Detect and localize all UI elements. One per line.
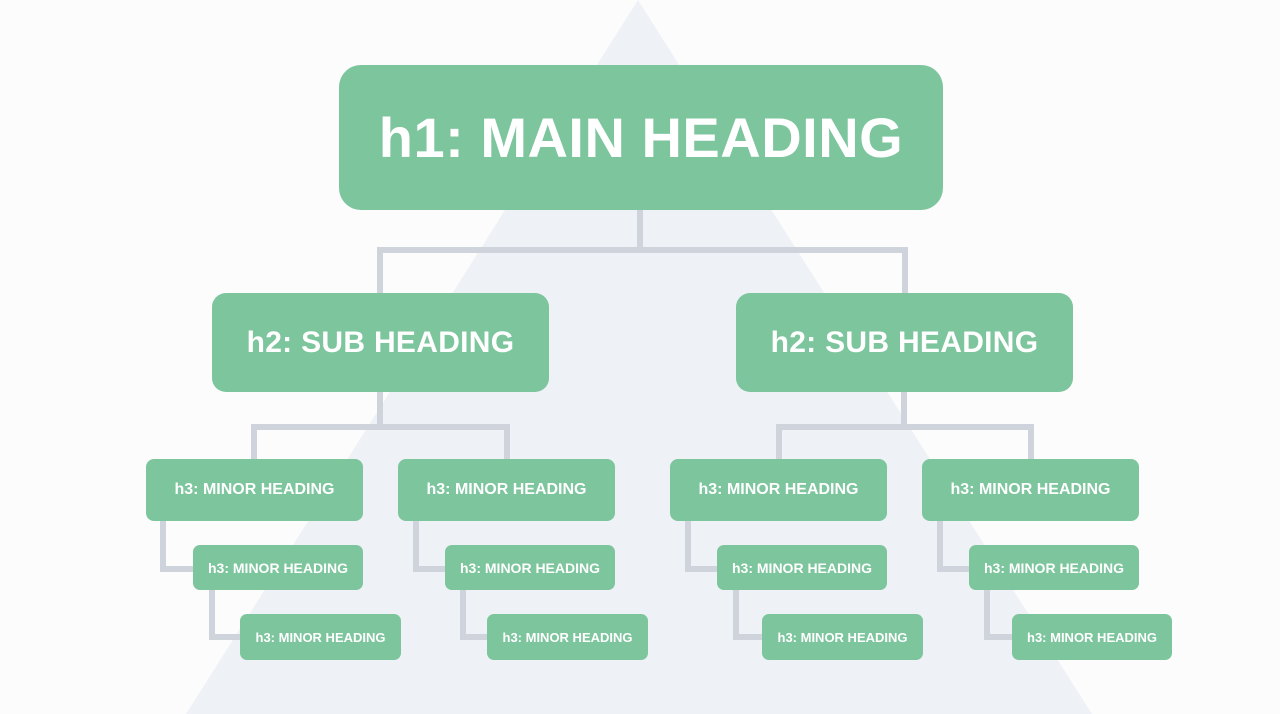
h3-minor-heading-box-nested: h3: MINOR HEADING xyxy=(717,545,887,590)
connector-lines xyxy=(160,210,1034,640)
nested-connector xyxy=(984,590,1012,640)
h3-minor-heading-label: h3: MINOR HEADING xyxy=(950,481,1111,498)
h2-sub-heading-label: h2: SUB HEADING xyxy=(246,325,515,359)
h3-minor-heading-box-nested-deep: h3: MINOR HEADING xyxy=(762,614,923,660)
h3-minor-heading-box: h3: MINOR HEADING xyxy=(398,459,615,521)
h2-sub-heading-label: h2: SUB HEADING xyxy=(770,325,1039,359)
h3-minor-heading-label: h3: MINOR HEADING xyxy=(732,559,872,576)
pyramid-shape xyxy=(186,0,1092,714)
h3-minor-heading-box-nested-deep: h3: MINOR HEADING xyxy=(240,614,401,660)
nested-connector xyxy=(209,590,240,640)
h3-minor-heading-label: h3: MINOR HEADING xyxy=(174,481,335,498)
h2-left-branch-connector xyxy=(251,424,510,459)
h3-minor-heading-box: h3: MINOR HEADING xyxy=(922,459,1139,521)
nested-connector xyxy=(460,590,487,640)
h1-main-heading-label: h1: MAIN HEADING xyxy=(378,106,904,169)
h3-minor-heading-label: h3: MINOR HEADING xyxy=(502,629,633,645)
h1-branch-connector xyxy=(377,247,908,293)
nested-connector xyxy=(733,590,762,640)
h3-minor-heading-label: h3: MINOR HEADING xyxy=(777,629,908,645)
h3-minor-heading-label: h3: MINOR HEADING xyxy=(1027,629,1157,645)
h3-minor-heading-box-nested-deep: h3: MINOR HEADING xyxy=(487,614,648,660)
h1-main-heading-box: h1: MAIN HEADING xyxy=(339,65,943,210)
h3-minor-heading-label: h3: MINOR HEADING xyxy=(426,481,587,498)
h3-minor-heading-box: h3: MINOR HEADING xyxy=(670,459,887,521)
h3-minor-heading-box-nested: h3: MINOR HEADING xyxy=(445,545,615,590)
h2-right-branch-connector xyxy=(776,424,1034,459)
nested-connector xyxy=(685,521,717,572)
h3-minor-heading-box-nested-deep: h3: MINOR HEADING xyxy=(1012,614,1172,660)
nested-connector xyxy=(413,521,445,572)
h2-sub-heading-box-right: h2: SUB HEADING xyxy=(736,293,1073,392)
h3-minor-heading-box: h3: MINOR HEADING xyxy=(146,459,363,521)
h3-minor-heading-label: h3: MINOR HEADING xyxy=(698,481,859,498)
nested-connector xyxy=(160,521,193,572)
h3-minor-heading-label: h3: MINOR HEADING xyxy=(460,559,600,576)
h2-sub-heading-box-left: h2: SUB HEADING xyxy=(212,293,549,392)
h3-minor-heading-label: h3: MINOR HEADING xyxy=(984,559,1124,576)
h3-minor-heading-box-nested: h3: MINOR HEADING xyxy=(969,545,1139,590)
h3-minor-heading-label: h3: MINOR HEADING xyxy=(208,559,348,576)
h3-minor-heading-box-nested: h3: MINOR HEADING xyxy=(193,545,363,590)
h3-minor-heading-label: h3: MINOR HEADING xyxy=(255,629,386,645)
nested-connector xyxy=(937,521,969,572)
